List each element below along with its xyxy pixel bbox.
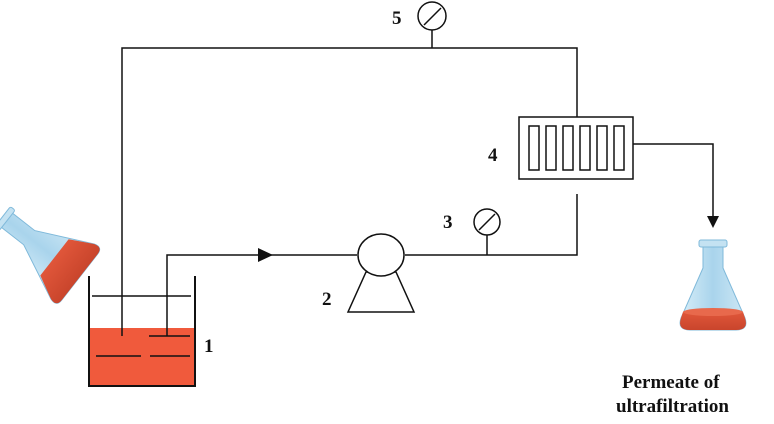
permeate-caption-line1: Permeate of xyxy=(622,372,720,393)
piping xyxy=(121,30,714,336)
feed-tank xyxy=(88,276,196,387)
permeate-line xyxy=(633,143,714,218)
pouring-flask-icon xyxy=(0,206,101,304)
feed-liquid xyxy=(89,328,195,386)
label-membrane-module: 4 xyxy=(488,145,498,166)
pressure-line xyxy=(405,194,578,256)
flow-arrow-icon xyxy=(258,248,273,262)
label-tank: 1 xyxy=(204,336,214,357)
permeate-flask-icon xyxy=(679,239,747,331)
label-pump: 2 xyxy=(322,289,332,310)
label-gauge-return: 5 xyxy=(392,8,402,29)
label-gauge-inlet: 3 xyxy=(443,212,453,233)
permeate-caption-line2: ultrafiltration xyxy=(616,396,729,417)
pressure-gauge-return xyxy=(417,1,447,31)
pump xyxy=(346,233,416,313)
pressure-gauge-inlet xyxy=(473,208,501,236)
feed-line xyxy=(166,254,357,336)
permeate-arrow-icon xyxy=(707,216,719,228)
return-line xyxy=(121,47,578,336)
membrane-module xyxy=(518,116,634,180)
